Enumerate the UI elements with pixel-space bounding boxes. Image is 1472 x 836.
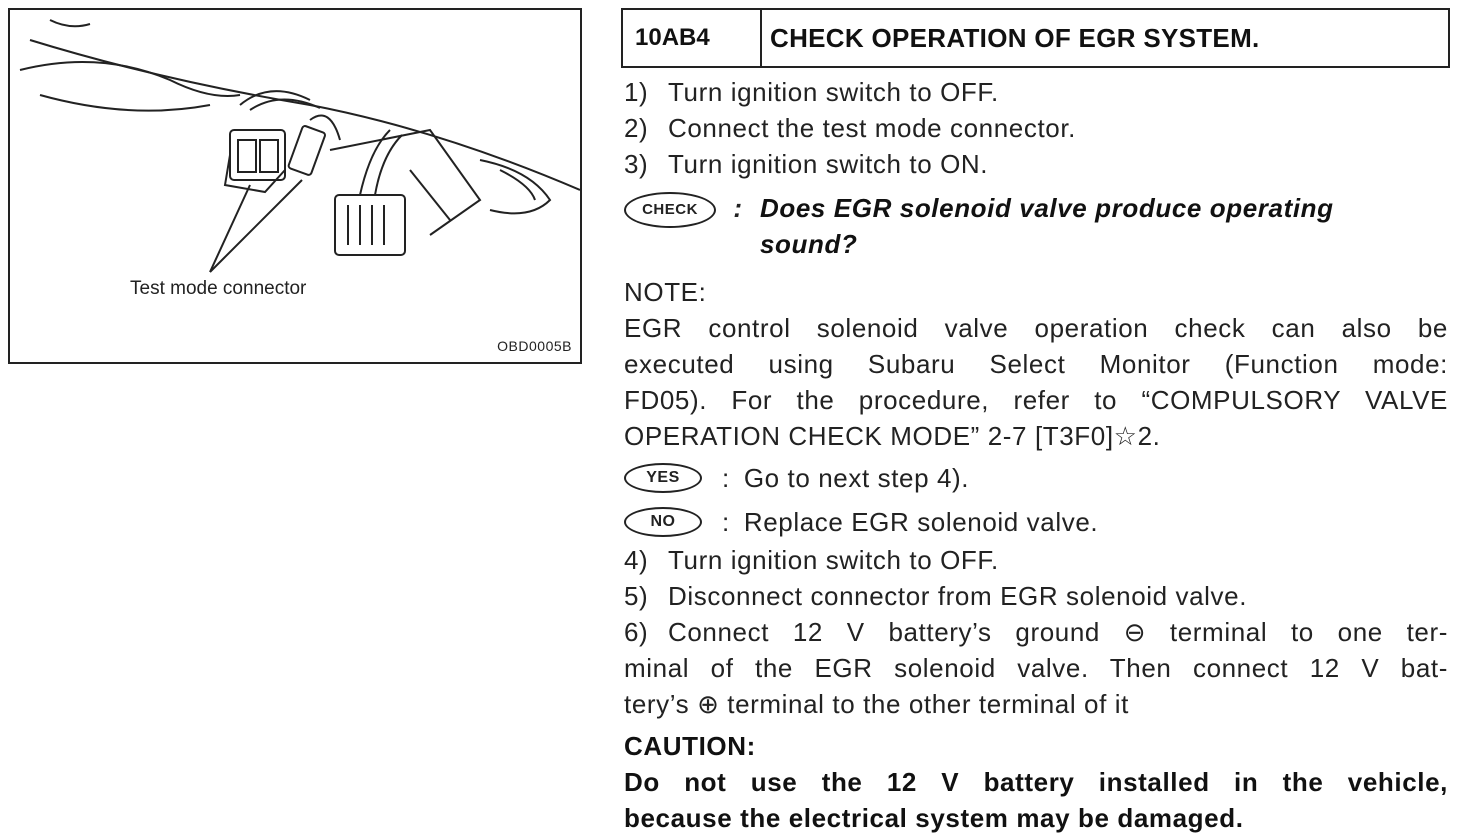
yes-badge: YES [624, 463, 702, 493]
check-badge: CHECK [624, 192, 716, 228]
note-line: OPERATION CHECK MODE” 2-7 [T3F0]☆2. [624, 421, 1161, 451]
connector-figure: Test mode connector OBD0005B [8, 8, 582, 364]
no-badge: NO [624, 507, 702, 537]
note-line: executed using Subaru Select Monitor (Fu… [624, 349, 1448, 379]
caution-title: CAUTION: [624, 731, 756, 761]
step-item: 5)Disconnect connector from EGR solenoid… [624, 581, 1248, 611]
step-header: 10AB4 CHECK OPERATION OF EGR SYSTEM. [621, 8, 1450, 68]
step-item: 1)Turn ignition switch to OFF. [624, 77, 999, 107]
check-question: CHECK : Does EGR solenoid valve produce … [624, 190, 1448, 262]
procedure-content: 1)Turn ignition switch to OFF. 2)Connect… [624, 74, 1448, 836]
no-option: NO : Replace EGR solenoid valve. [624, 504, 1448, 542]
step-item: 4)Turn ignition switch to OFF. [624, 545, 999, 575]
check-question-line: Does EGR solenoid valve produce operatin… [760, 193, 1334, 223]
step-title: CHECK OPERATION OF EGR SYSTEM. [770, 22, 1260, 53]
check-colon: : [733, 193, 743, 223]
connector-illustration [19, 19, 580, 273]
caution-line: because the electrical system may be dam… [624, 803, 1244, 833]
step-code: 10AB4 [623, 10, 762, 66]
check-question-line: sound? [760, 229, 858, 259]
caution-line: Do not use the 12 V battery installed in… [624, 767, 1448, 797]
figure-code: OBD0005B [497, 338, 572, 354]
step-item: 3)Turn ignition switch to ON. [624, 149, 989, 179]
note-title: NOTE: [624, 277, 707, 307]
note-line: EGR control solenoid valve operation che… [624, 313, 1448, 343]
figure-label: Test mode connector [130, 278, 307, 299]
step-continued-line: tery’s ⊕ terminal to the other terminal … [624, 689, 1129, 719]
step-item: 2)Connect the test mode connector. [624, 113, 1076, 143]
note-line: FD05). For the procedure, refer to “COMP… [624, 385, 1448, 415]
step-continued-line: minal of the EGR solenoid valve. Then co… [624, 653, 1448, 683]
yes-option: YES : Go to next step 4). [624, 460, 1448, 498]
yes-text: Go to next step 4). [743, 463, 970, 493]
no-text: Replace EGR solenoid valve. [743, 507, 1099, 537]
step-item: 6)Connect 12 V battery’s ground ⊖ termin… [624, 617, 1448, 647]
